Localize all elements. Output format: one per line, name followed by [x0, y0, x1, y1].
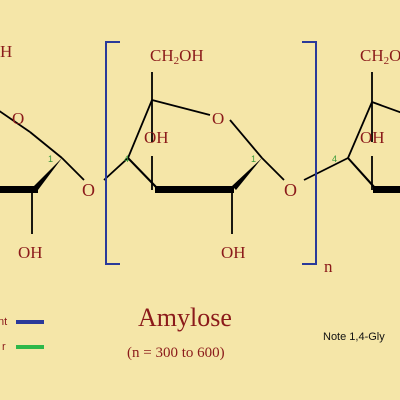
- legend: nt r: [0, 316, 44, 353]
- bold-bond: [373, 186, 400, 193]
- legend-item-1-label: nt: [0, 316, 7, 328]
- ring-left: [0, 110, 85, 234]
- hydroxyl-middle-lower: OH: [221, 243, 246, 262]
- ring-oxygen-left: O: [12, 109, 24, 128]
- carbon-4-label-right: 4: [332, 154, 337, 164]
- bond: [127, 99, 153, 159]
- bond: [29, 131, 63, 159]
- wedge-bond: [34, 158, 62, 190]
- bond: [151, 99, 211, 116]
- bold-bond: [155, 186, 234, 193]
- legend-item-2-swatch: [16, 345, 44, 349]
- legend-item-2-label: r: [2, 341, 6, 353]
- repeat-bracket-left: [105, 41, 120, 265]
- hydroxyl-right-upper: OH: [360, 128, 385, 147]
- note-text: Note 1,4-Gly: [323, 331, 385, 343]
- legend-item-1-swatch: [16, 320, 44, 324]
- repeat-subscript-n: n: [324, 257, 333, 276]
- ch2oh-right: CH2OH: [360, 46, 400, 67]
- carbon-1-label-left: 1: [48, 154, 53, 164]
- ch2oh-middle: CH2OH: [150, 46, 204, 67]
- bold-bond: [0, 186, 38, 193]
- caption-subtitle: (n = 300 to 600): [127, 345, 225, 361]
- bond: [229, 119, 263, 159]
- bond: [303, 157, 349, 181]
- caption-title: Amylose: [138, 303, 232, 332]
- bond: [347, 101, 373, 159]
- carbon-1-label-middle: 1: [251, 154, 256, 164]
- bond: [0, 110, 31, 133]
- hydroxyl-left: OH: [18, 243, 43, 262]
- glycosidic-oxygen-right: O: [284, 180, 297, 200]
- bond: [371, 101, 400, 114]
- ch2oh-left-tail: H: [0, 42, 12, 61]
- repeat-bracket-right: [302, 41, 317, 265]
- glycosidic-oxygen-left: O: [82, 180, 95, 200]
- ring-middle: [103, 72, 285, 234]
- wedge-bond: [232, 158, 262, 190]
- wedge-bond: [127, 157, 160, 191]
- carbon-4-label-middle: 4: [124, 154, 129, 164]
- hydroxyl-middle-upper: OH: [144, 128, 169, 147]
- bond: [103, 157, 129, 181]
- bond: [61, 157, 85, 181]
- ring-oxygen-middle: O: [212, 109, 224, 128]
- ring-right: [303, 72, 400, 193]
- bond: [261, 157, 285, 181]
